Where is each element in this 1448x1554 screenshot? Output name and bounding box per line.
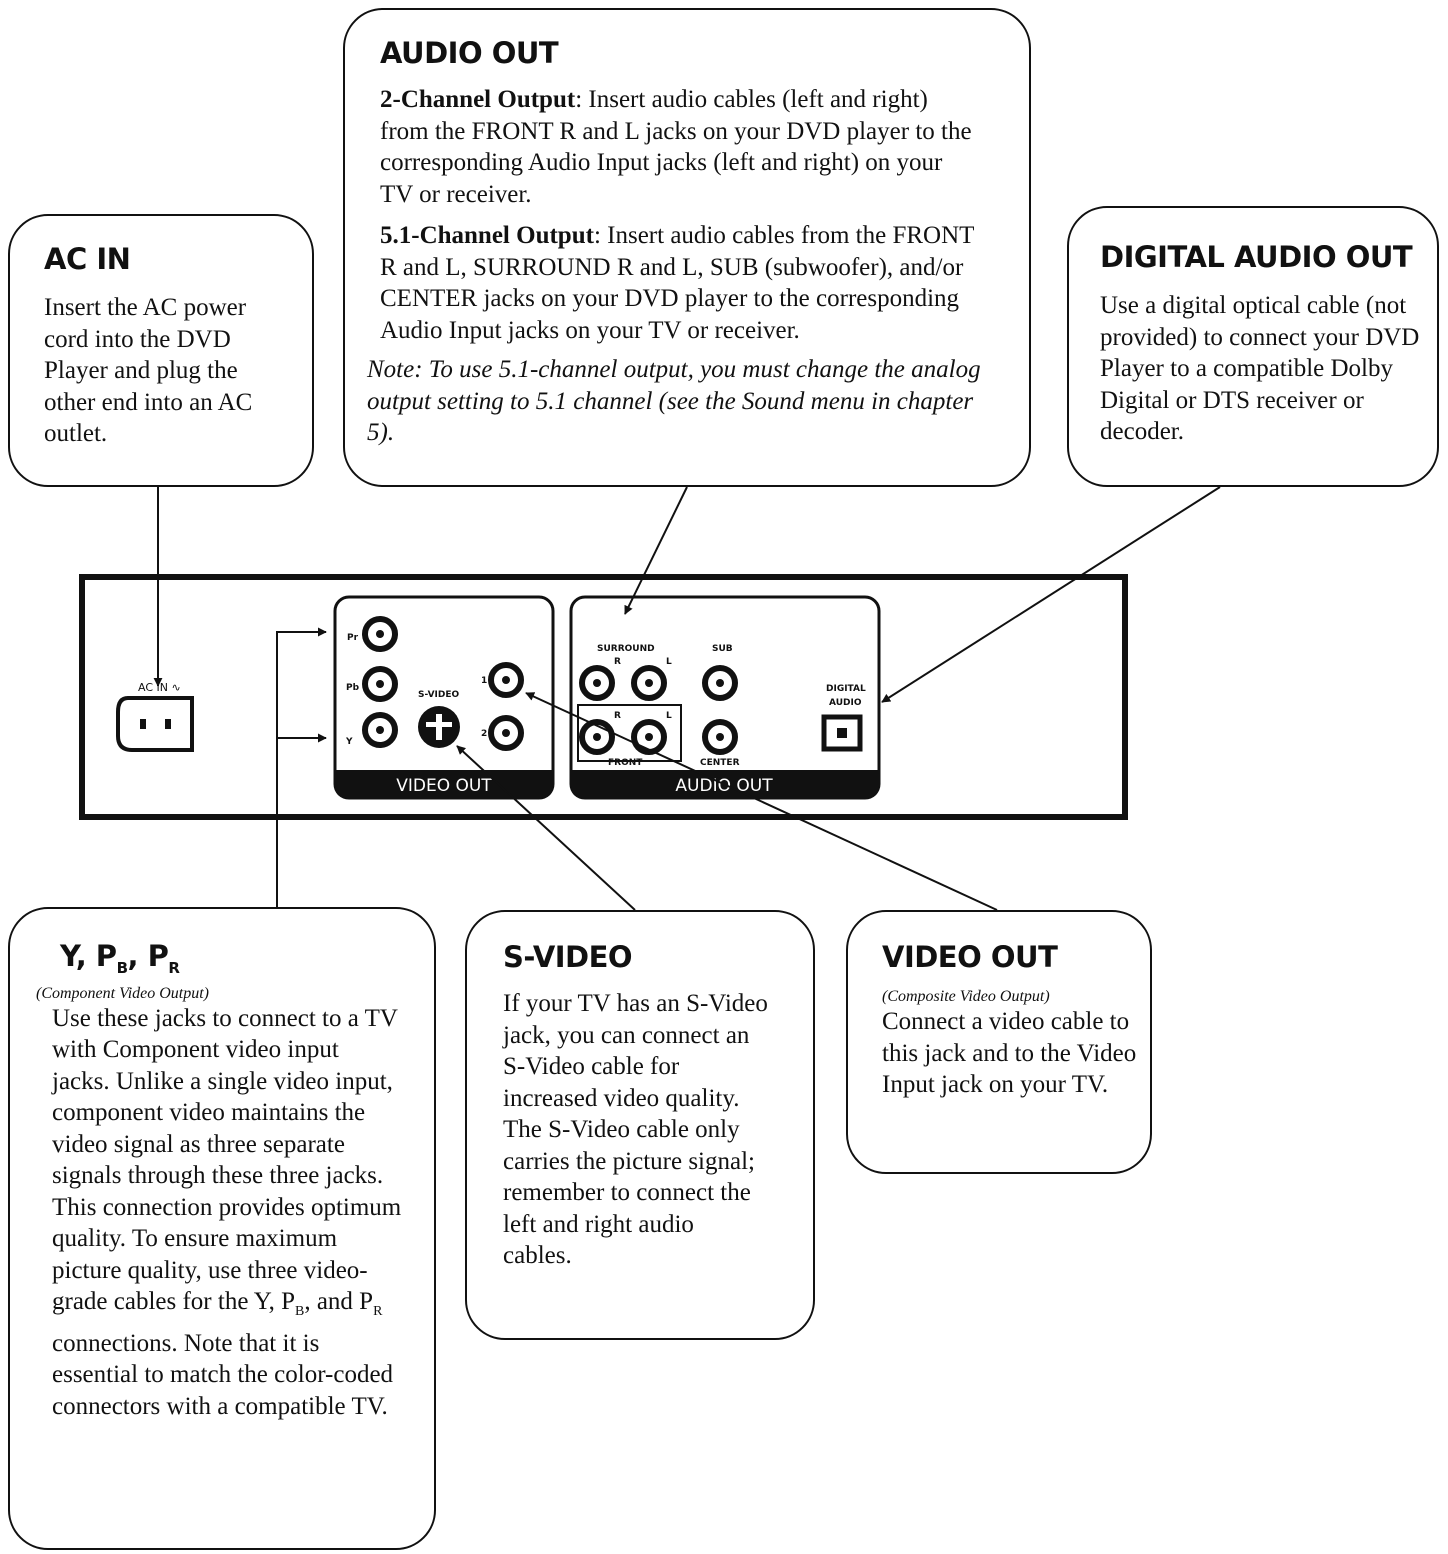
- ac-in-panel-label: AC IN ∿: [138, 681, 181, 694]
- video-out-callout: VIDEO OUT (Composite Video Output) Conne…: [846, 910, 1152, 1174]
- jack-y: [362, 712, 398, 748]
- svg-text:Pr: Pr: [347, 633, 359, 643]
- audio-out-callout: AUDIO OUT 2-Channel Output: Insert audio…: [343, 8, 1031, 487]
- jack-pr: [362, 616, 398, 652]
- jack-video-2: [488, 715, 524, 751]
- audio-out-arrow: [624, 486, 688, 615]
- svg-text:R: R: [614, 657, 621, 667]
- five-one-channel-text: 5.1-Channel Output: Insert audio cables …: [380, 222, 974, 344]
- audio-note: Note: To use 5.1-channel output, you mus…: [367, 356, 981, 446]
- jack-pb: [362, 666, 398, 702]
- digital-audio-out-title: DIGITAL AUDIO OUT: [1100, 240, 1413, 274]
- component-video-callout: Y, PB, PR (Component Video Output) Use t…: [8, 907, 436, 1550]
- ac-inlet: [116, 696, 194, 752]
- video-out-arrow: [525, 692, 998, 911]
- digital-audio-arrow: [881, 486, 1221, 703]
- jack-front-l: [631, 719, 667, 755]
- s-video-jack: [418, 706, 460, 748]
- svg-text:Pb: Pb: [346, 683, 360, 693]
- s-video-title: S-VIDEO: [503, 940, 633, 974]
- svg-text:S-VIDEO: S-VIDEO: [418, 690, 459, 700]
- ac-in-text: Insert the AC power cord into the DVD Pl…: [44, 294, 253, 447]
- jack-sub: [702, 665, 738, 701]
- svg-text:R: R: [614, 711, 621, 721]
- svg-text:L: L: [666, 711, 672, 721]
- svg-text:1: 1: [481, 676, 487, 686]
- player-back-panel: [79, 574, 1128, 820]
- ac-in-title: AC IN: [44, 242, 131, 276]
- component-video-caption: (Component Video Output): [36, 984, 210, 1002]
- svg-text:SUB: SUB: [712, 644, 733, 654]
- svg-text:Y: Y: [345, 737, 353, 747]
- digital-audio-out-callout: DIGITAL AUDIO OUT Use a digital optical …: [1067, 206, 1439, 487]
- audio-out-title: AUDIO OUT: [380, 36, 559, 70]
- svg-text:CENTER: CENTER: [700, 758, 740, 768]
- svg-text:FRONT: FRONT: [608, 758, 643, 768]
- two-channel-text: 2-Channel Output: Insert audio cables (l…: [380, 86, 972, 208]
- video-section-label: VIDEO OUT: [396, 776, 492, 796]
- s-video-text: If your TV has an S-Video jack, you can …: [503, 990, 768, 1269]
- component-video-text: Use these jacks to connect to a TV with …: [52, 1004, 402, 1420]
- svg-text:L: L: [666, 657, 672, 667]
- s-video-arrow: [456, 745, 636, 911]
- digital-audio-out-text: Use a digital optical cable (not provide…: [1100, 292, 1420, 445]
- s-video-callout: S-VIDEO If your TV has an S-Video jack, …: [465, 910, 815, 1340]
- svg-text:2: 2: [481, 729, 487, 739]
- jack-surround-r: [579, 665, 615, 701]
- svg-text:SURROUND: SURROUND: [597, 644, 655, 654]
- video-out-title: VIDEO OUT: [882, 940, 1058, 974]
- audio-section-label: AUDIO OUT: [675, 776, 773, 796]
- component-video-title: Y, PB, PR: [60, 939, 180, 977]
- video-out-text: Connect a video cable to this jack and t…: [882, 1008, 1137, 1098]
- jack-video-1: [488, 662, 524, 698]
- video-out-caption: (Composite Video Output): [882, 988, 1050, 1005]
- ac-in-callout: AC IN Insert the AC power cord into the …: [8, 214, 314, 487]
- svg-text:AUDIO: AUDIO: [829, 698, 862, 708]
- optical-jack: [821, 714, 863, 752]
- jack-surround-l: [631, 665, 667, 701]
- jack-center: [702, 719, 738, 755]
- svg-text:DIGITAL: DIGITAL: [826, 684, 866, 694]
